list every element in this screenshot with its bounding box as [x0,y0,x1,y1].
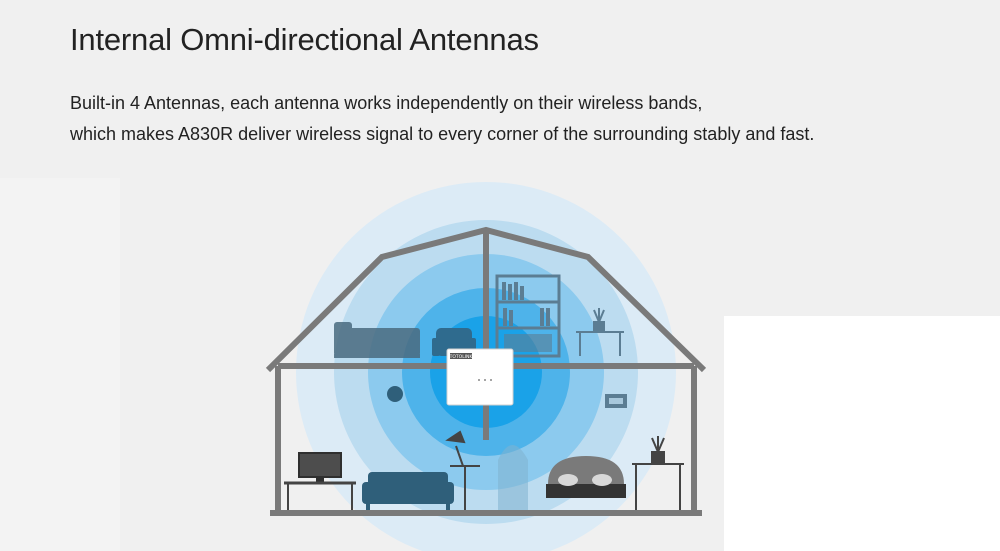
sofa-icon [362,472,454,510]
description-line-1: Built-in 4 Antennas, each antenna works … [70,93,703,113]
router-icon: TOTOLINK [446,348,514,406]
plant-icon [576,308,624,356]
background-panel-left [0,178,120,551]
router-brand: TOTOLINK [449,354,474,360]
picture-icon [605,394,627,408]
background-panel-right [724,316,1000,551]
bookshelf-books [502,282,552,352]
house-icon [265,226,707,516]
bed-icon [334,322,420,358]
page-title: Internal Omni-directional Antennas [70,22,539,57]
dome-decor [498,445,528,510]
tv-icon [284,452,356,510]
bed-ground-icon [546,456,626,498]
lamp-icon [445,430,480,510]
description-line-2: which makes A830R deliver wireless signa… [70,124,815,144]
feature-description: Built-in 4 Antennas, each antenna works … [70,88,814,150]
plant-ground-icon [632,436,684,510]
bookshelf-icon [495,274,561,358]
clock-icon [387,386,403,402]
